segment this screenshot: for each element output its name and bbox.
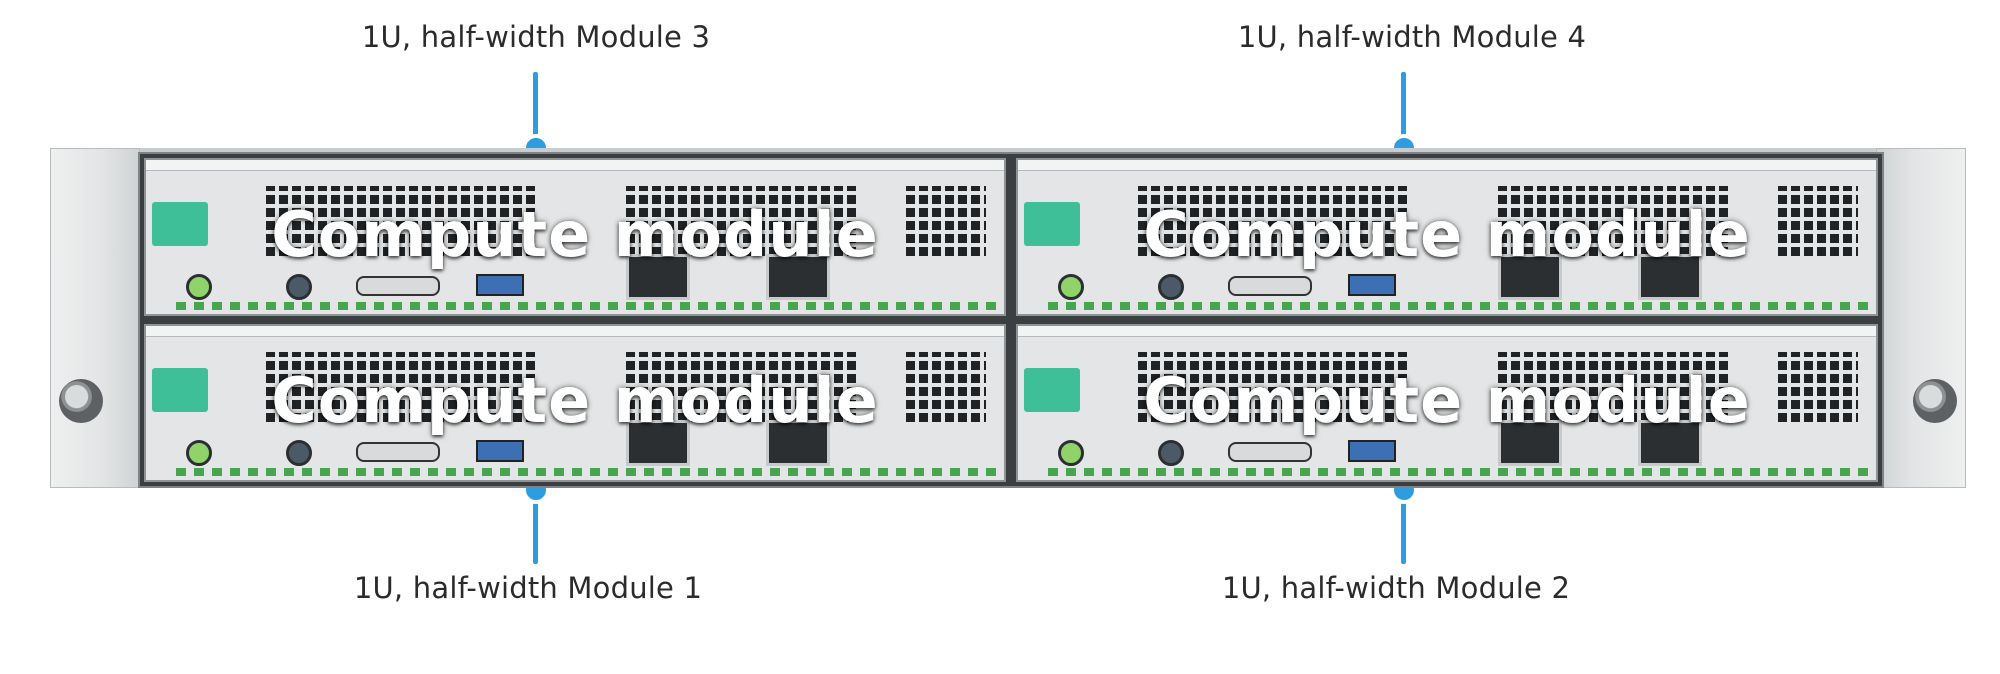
control-panel <box>1058 438 1858 466</box>
module-top-rail <box>1018 326 1876 337</box>
release-handle-icon[interactable] <box>1024 368 1080 412</box>
compute-module-3[interactable]: Compute module <box>144 158 1006 316</box>
video-port-icon <box>1228 276 1312 296</box>
usb-port-icon <box>1348 440 1396 462</box>
pcb-edge <box>1048 468 1868 476</box>
control-panel <box>186 438 986 466</box>
vent-grille <box>266 352 536 422</box>
pcb-edge <box>176 468 996 476</box>
thumbscrew-icon[interactable] <box>1913 379 1957 423</box>
vent-grille <box>1778 352 1858 422</box>
server-chassis: Compute module Compute module <box>50 148 1966 488</box>
rj45-port-icon <box>766 420 830 466</box>
module-top-rail <box>1018 160 1876 171</box>
release-handle-icon[interactable] <box>152 368 208 412</box>
module-top-rail <box>146 326 1004 337</box>
compute-module-2[interactable]: Compute module <box>1016 324 1878 482</box>
rj45-port-icon <box>766 254 830 300</box>
rack-ear-left <box>50 148 140 488</box>
power-led-icon[interactable] <box>186 440 212 466</box>
usb-port-icon <box>1348 274 1396 296</box>
rj45-port-icon <box>626 254 690 300</box>
leader-line-module-3 <box>533 72 538 146</box>
id-button-icon[interactable] <box>286 440 312 466</box>
callout-module-1: 1U, half-width Module 1 <box>353 571 703 605</box>
rj45-port-icon <box>1498 254 1562 300</box>
leader-line-module-2 <box>1401 490 1406 564</box>
compute-module-4[interactable]: Compute module <box>1016 158 1878 316</box>
vent-grille <box>1498 186 1728 256</box>
video-port-icon <box>1228 442 1312 462</box>
control-panel <box>186 272 986 300</box>
id-button-icon[interactable] <box>1158 274 1184 300</box>
video-port-icon <box>356 276 440 296</box>
video-port-icon <box>356 442 440 462</box>
vent-grille <box>626 186 856 256</box>
vent-grille <box>1498 352 1728 422</box>
rj45-port-icon <box>1638 254 1702 300</box>
compute-module-1[interactable]: Compute module <box>144 324 1006 482</box>
vent-grille <box>1778 186 1858 256</box>
id-button-icon[interactable] <box>286 274 312 300</box>
power-led-icon[interactable] <box>186 274 212 300</box>
vent-grille <box>266 186 536 256</box>
vent-grille <box>1138 186 1408 256</box>
pcb-edge <box>176 302 996 310</box>
rj45-port-icon <box>1498 420 1562 466</box>
callout-module-4: 1U, half-width Module 4 <box>1237 20 1587 54</box>
release-handle-icon[interactable] <box>1024 202 1080 246</box>
power-led-icon[interactable] <box>1058 440 1084 466</box>
module-title: Compute module <box>1143 364 1751 437</box>
leader-line-module-4 <box>1401 72 1406 146</box>
module-title: Compute module <box>271 198 879 271</box>
rack-ear-right <box>1876 148 1966 488</box>
module-bay: Compute module Compute module <box>138 152 1884 488</box>
usb-port-icon <box>476 440 524 462</box>
rj45-port-icon <box>1638 420 1702 466</box>
vent-grille <box>906 186 986 256</box>
rj45-port-icon <box>626 420 690 466</box>
module-top-rail <box>146 160 1004 171</box>
callout-module-2: 1U, half-width Module 2 <box>1221 571 1571 605</box>
vent-grille <box>626 352 856 422</box>
thumbscrew-icon[interactable] <box>59 379 103 423</box>
id-button-icon[interactable] <box>1158 440 1184 466</box>
callout-module-3: 1U, half-width Module 3 <box>361 20 711 54</box>
module-title: Compute module <box>271 364 879 437</box>
power-led-icon[interactable] <box>1058 274 1084 300</box>
vent-grille <box>906 352 986 422</box>
vent-grille <box>1138 352 1408 422</box>
usb-port-icon <box>476 274 524 296</box>
leader-line-module-1 <box>533 490 538 564</box>
control-panel <box>1058 272 1858 300</box>
release-handle-icon[interactable] <box>152 202 208 246</box>
module-title: Compute module <box>1143 198 1751 271</box>
pcb-edge <box>1048 302 1868 310</box>
